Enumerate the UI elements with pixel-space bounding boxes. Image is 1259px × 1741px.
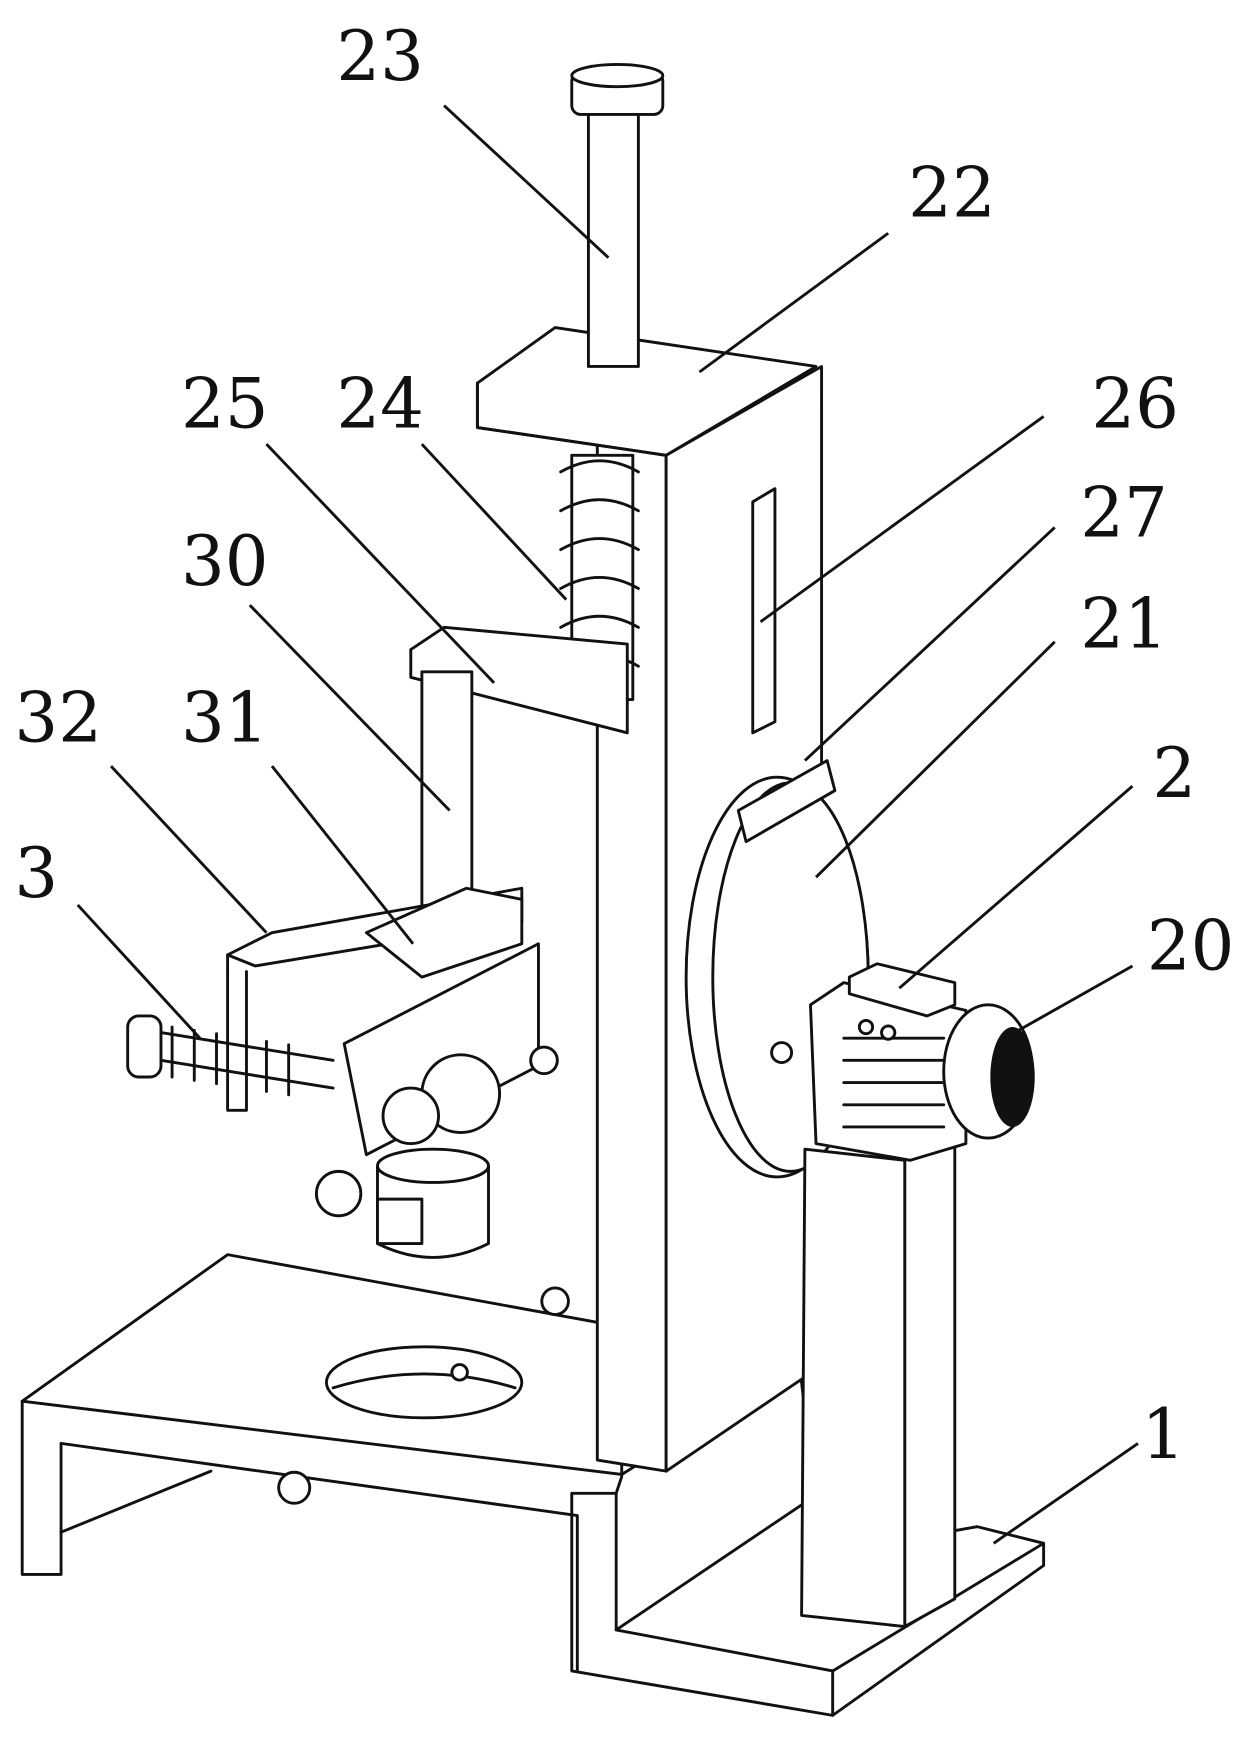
plunger xyxy=(572,64,663,366)
label-22: 22 xyxy=(908,154,996,234)
label-32: 32 xyxy=(14,679,102,759)
label-21: 21 xyxy=(1080,584,1168,664)
label-25: 25 xyxy=(181,365,269,445)
label-24: 24 xyxy=(336,365,424,445)
label-26: 26 xyxy=(1091,365,1179,445)
label-23: 23 xyxy=(336,17,424,97)
motor-pillar xyxy=(802,964,1035,1627)
label-30: 30 xyxy=(181,522,269,602)
label-3: 3 xyxy=(14,834,58,914)
clamp-assembly xyxy=(128,888,558,1257)
label-1: 1 xyxy=(1141,1395,1185,1475)
label-27: 27 xyxy=(1080,473,1168,553)
crossbar xyxy=(411,627,627,921)
label-31: 31 xyxy=(181,679,269,759)
label-2: 2 xyxy=(1152,734,1196,814)
label-20: 20 xyxy=(1147,906,1235,986)
